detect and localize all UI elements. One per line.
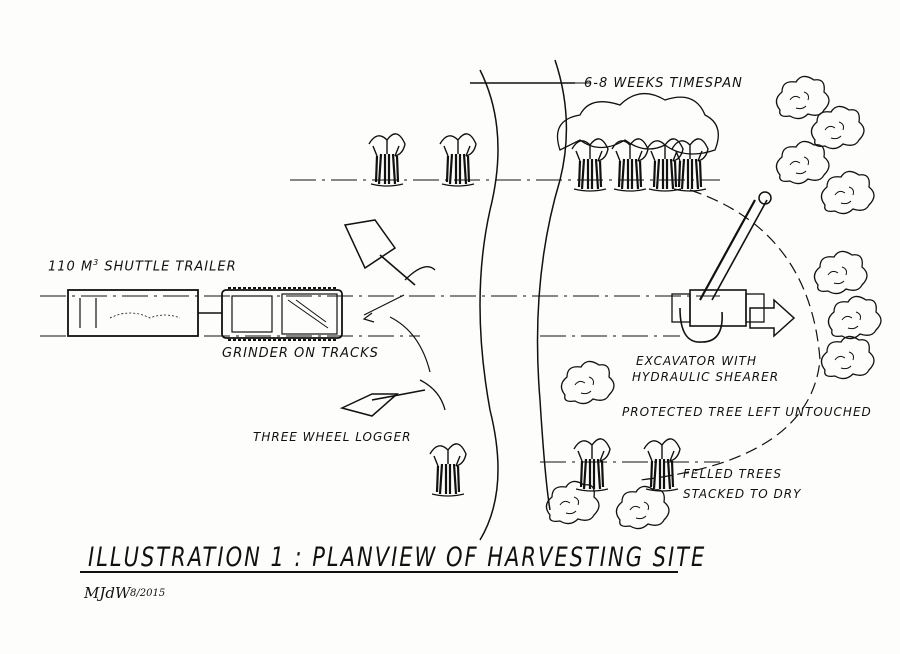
trailer-volume-unit: 3 (93, 258, 100, 267)
protected-tree-outline (560, 360, 615, 405)
title-underline (80, 571, 678, 573)
three-wheel-logger-bottom (339, 379, 446, 417)
tree-clump (428, 442, 468, 498)
bush (827, 295, 882, 340)
protected-tree-label: PROTECTED TREE LEFT UNTOUCHED (622, 405, 872, 419)
illustration-title: ILLUSTRATION 1 : PLANVIEW OF HARVESTING … (88, 542, 707, 572)
excavator-label-line1: EXCAVATOR WITH (636, 354, 757, 368)
harvest-front-arc (639, 189, 821, 481)
grinder-on-tracks (221, 287, 343, 341)
tree-clump (670, 137, 710, 193)
tree-clump (645, 137, 685, 193)
tree-clump (610, 137, 650, 193)
tree-clump (438, 132, 478, 188)
felled-stack (642, 437, 682, 493)
bush (810, 105, 865, 150)
bush (545, 480, 600, 525)
trailer-label-text: SHUTTLE TRAILER (99, 259, 237, 275)
shuttle-trailer (67, 289, 222, 337)
bush (813, 250, 868, 295)
bush (820, 170, 875, 215)
signature-date: 8/2015 (130, 588, 166, 599)
boundary-line-right (536, 59, 568, 511)
excavator-label-line2: HYDRAULIC SHEARER (632, 370, 780, 384)
boundary-line-left (479, 69, 499, 541)
logger-label: THREE WHEEL LOGGER (253, 430, 412, 444)
timespan-label: 6-8 WEEKS TIMESPAN (584, 76, 743, 91)
trailer-volume: 110 m (48, 259, 94, 275)
signature-initials: MJdW (84, 584, 131, 602)
bush (775, 140, 830, 185)
excavator-with-shearer (671, 191, 796, 343)
tree-clump (367, 132, 407, 188)
bush (775, 75, 830, 120)
tree-clump (570, 137, 610, 193)
felled-trees-label-line2: STACKED TO DRY (683, 487, 802, 501)
bush (820, 335, 875, 380)
three-wheel-logger-top (343, 219, 436, 286)
shuttle-trailer-label: 110 m3 SHUTTLE TRAILER (48, 258, 237, 274)
grinder-label: GRINDER ON TRACKS (222, 346, 379, 361)
felled-trees-label-line1: FELLED TREES (683, 467, 782, 481)
bush (615, 485, 670, 530)
